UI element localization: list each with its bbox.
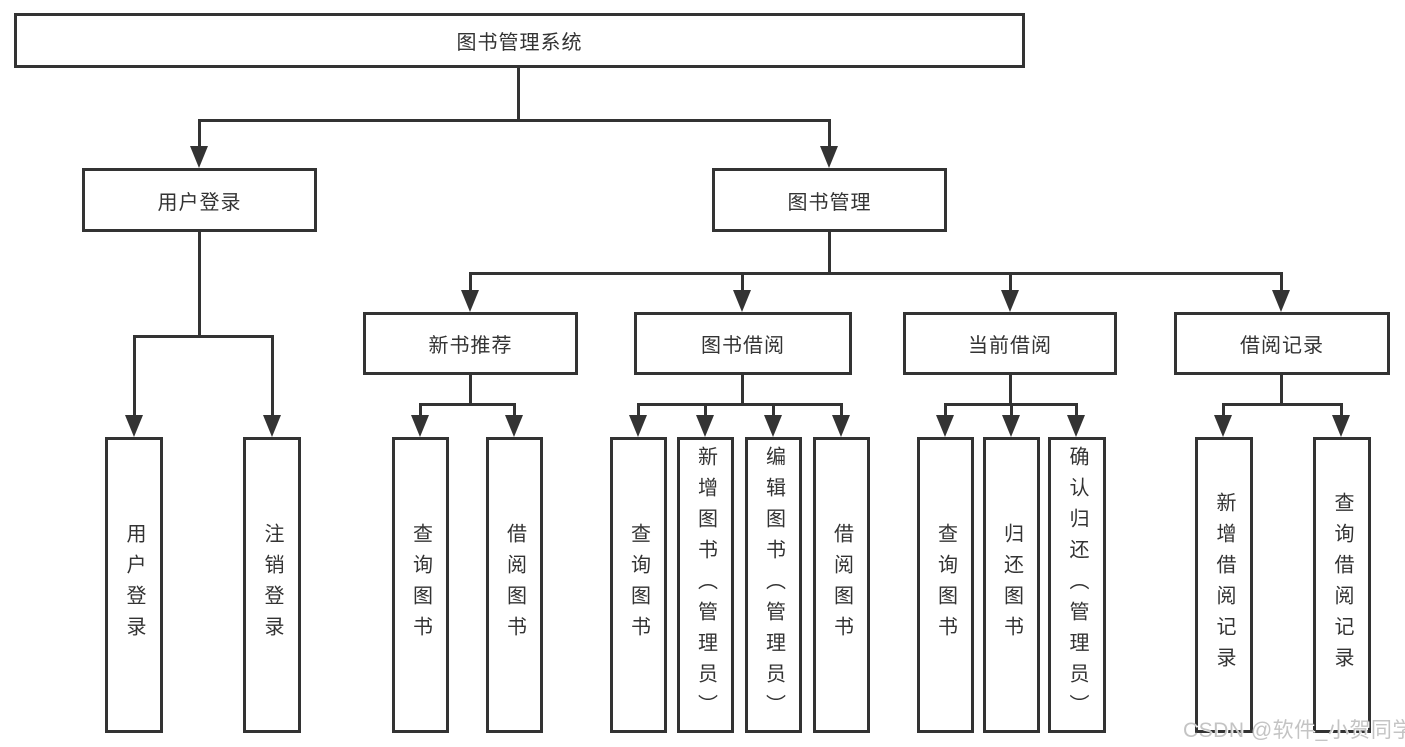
connector-line	[1009, 272, 1012, 292]
node-borrow-record: 借阅记录	[1174, 312, 1390, 375]
connector-line	[1280, 272, 1283, 292]
arrow-down-icon	[125, 415, 143, 437]
node-user-login: 用户登录	[82, 168, 317, 232]
connector-line	[1010, 403, 1013, 417]
arrow-down-icon	[461, 290, 479, 312]
arrow-down-icon	[1002, 415, 1020, 437]
connector-line	[198, 232, 201, 338]
connector-line	[271, 335, 274, 417]
leaf-br-query-record: 查询借阅记录	[1313, 437, 1371, 733]
connector-line	[772, 403, 775, 417]
arrow-down-icon	[1067, 415, 1085, 437]
connector-line	[419, 403, 516, 406]
leaf-bb-borrow-book: 借阅图书	[813, 437, 870, 733]
connector-line	[133, 335, 136, 417]
connector-line	[1340, 403, 1343, 417]
connector-line	[513, 403, 516, 417]
connector-line	[741, 375, 744, 406]
arrow-down-icon	[263, 415, 281, 437]
connector-line	[741, 272, 744, 292]
connector-line	[944, 403, 947, 417]
connector-line	[704, 403, 707, 417]
leaf-bb-edit-book-admin: 编辑图书（管理员）	[745, 437, 802, 733]
connector-line	[1280, 375, 1283, 406]
csdn-watermark: CSDN @软件_小贺同学	[1183, 719, 1405, 742]
connector-line	[198, 119, 201, 148]
connector-line	[469, 375, 472, 406]
arrow-down-icon	[820, 146, 838, 168]
leaf-br-add-record: 新增借阅记录	[1195, 437, 1253, 733]
connector-line	[1222, 403, 1225, 417]
connector-line	[1009, 375, 1012, 406]
leaf-cb-confirm-return-admin: 确认归还（管理员）	[1048, 437, 1106, 733]
connector-line	[469, 272, 1283, 275]
arrow-down-icon	[832, 415, 850, 437]
arrow-down-icon	[936, 415, 954, 437]
node-root: 图书管理系统	[14, 13, 1025, 68]
leaf-user-login: 用户登录	[105, 437, 163, 733]
node-current-borrow: 当前借阅	[903, 312, 1117, 375]
connector-line	[637, 403, 640, 417]
leaf-logout: 注销登录	[243, 437, 301, 733]
leaf-cb-return-book: 归还图书	[983, 437, 1040, 733]
leaf-nb-borrow-book: 借阅图书	[486, 437, 543, 733]
arrow-down-icon	[1272, 290, 1290, 312]
connector-line	[198, 119, 831, 122]
node-book-management: 图书管理	[712, 168, 947, 232]
arrow-down-icon	[190, 146, 208, 168]
connector-line	[828, 232, 831, 275]
connector-line	[1222, 403, 1342, 406]
leaf-bb-add-book-admin: 新增图书（管理员）	[677, 437, 734, 733]
connector-line	[1075, 403, 1078, 417]
connector-line	[517, 68, 520, 121]
arrow-down-icon	[1001, 290, 1019, 312]
arrow-down-icon	[696, 415, 714, 437]
node-new-book-recommend: 新书推荐	[363, 312, 578, 375]
arrow-down-icon	[1214, 415, 1232, 437]
arrow-down-icon	[733, 290, 751, 312]
arrow-down-icon	[1332, 415, 1350, 437]
node-book-borrow: 图书借阅	[634, 312, 852, 375]
leaf-cb-query-book: 查询图书	[917, 437, 974, 733]
connector-line	[840, 403, 843, 417]
arrow-down-icon	[505, 415, 523, 437]
arrow-down-icon	[764, 415, 782, 437]
leaf-nb-query-book: 查询图书	[392, 437, 449, 733]
connector-line	[637, 403, 842, 406]
arrow-down-icon	[411, 415, 429, 437]
leaf-bb-query-book: 查询图书	[610, 437, 667, 733]
connector-line	[828, 119, 831, 148]
arrow-down-icon	[629, 415, 647, 437]
connector-line	[469, 272, 472, 292]
connector-line	[419, 403, 422, 417]
connector-line	[133, 335, 274, 338]
